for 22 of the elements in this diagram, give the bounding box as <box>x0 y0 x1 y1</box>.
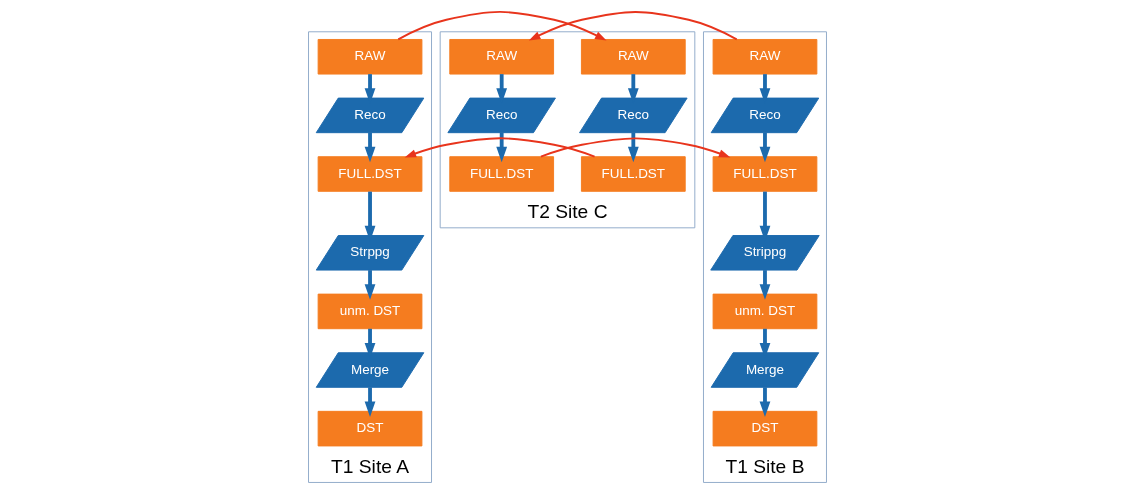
arrow <box>759 270 771 300</box>
node-box: unm. DST <box>712 293 818 330</box>
node-box: FULL.DST <box>317 156 423 192</box>
node-box: DST <box>317 410 423 447</box>
node-box: unm. DST <box>317 293 423 330</box>
arrow <box>364 132 376 163</box>
node-box: RAW <box>449 39 555 75</box>
arrow <box>539 137 731 158</box>
node-box: DST <box>712 410 818 447</box>
arrow <box>528 11 738 41</box>
arrow <box>759 387 771 417</box>
arrow <box>364 270 376 300</box>
arrow <box>364 387 376 417</box>
node-box: FULL.DST <box>580 156 686 192</box>
node-box: FULL.DST <box>449 156 555 192</box>
arrow <box>397 10 607 41</box>
node-box: FULL.DST <box>712 156 818 192</box>
node-box: RAW <box>580 39 686 75</box>
node-box: RAW <box>712 39 818 75</box>
node-box: RAW <box>317 39 423 75</box>
arrow <box>759 132 771 163</box>
arrow <box>404 137 596 158</box>
